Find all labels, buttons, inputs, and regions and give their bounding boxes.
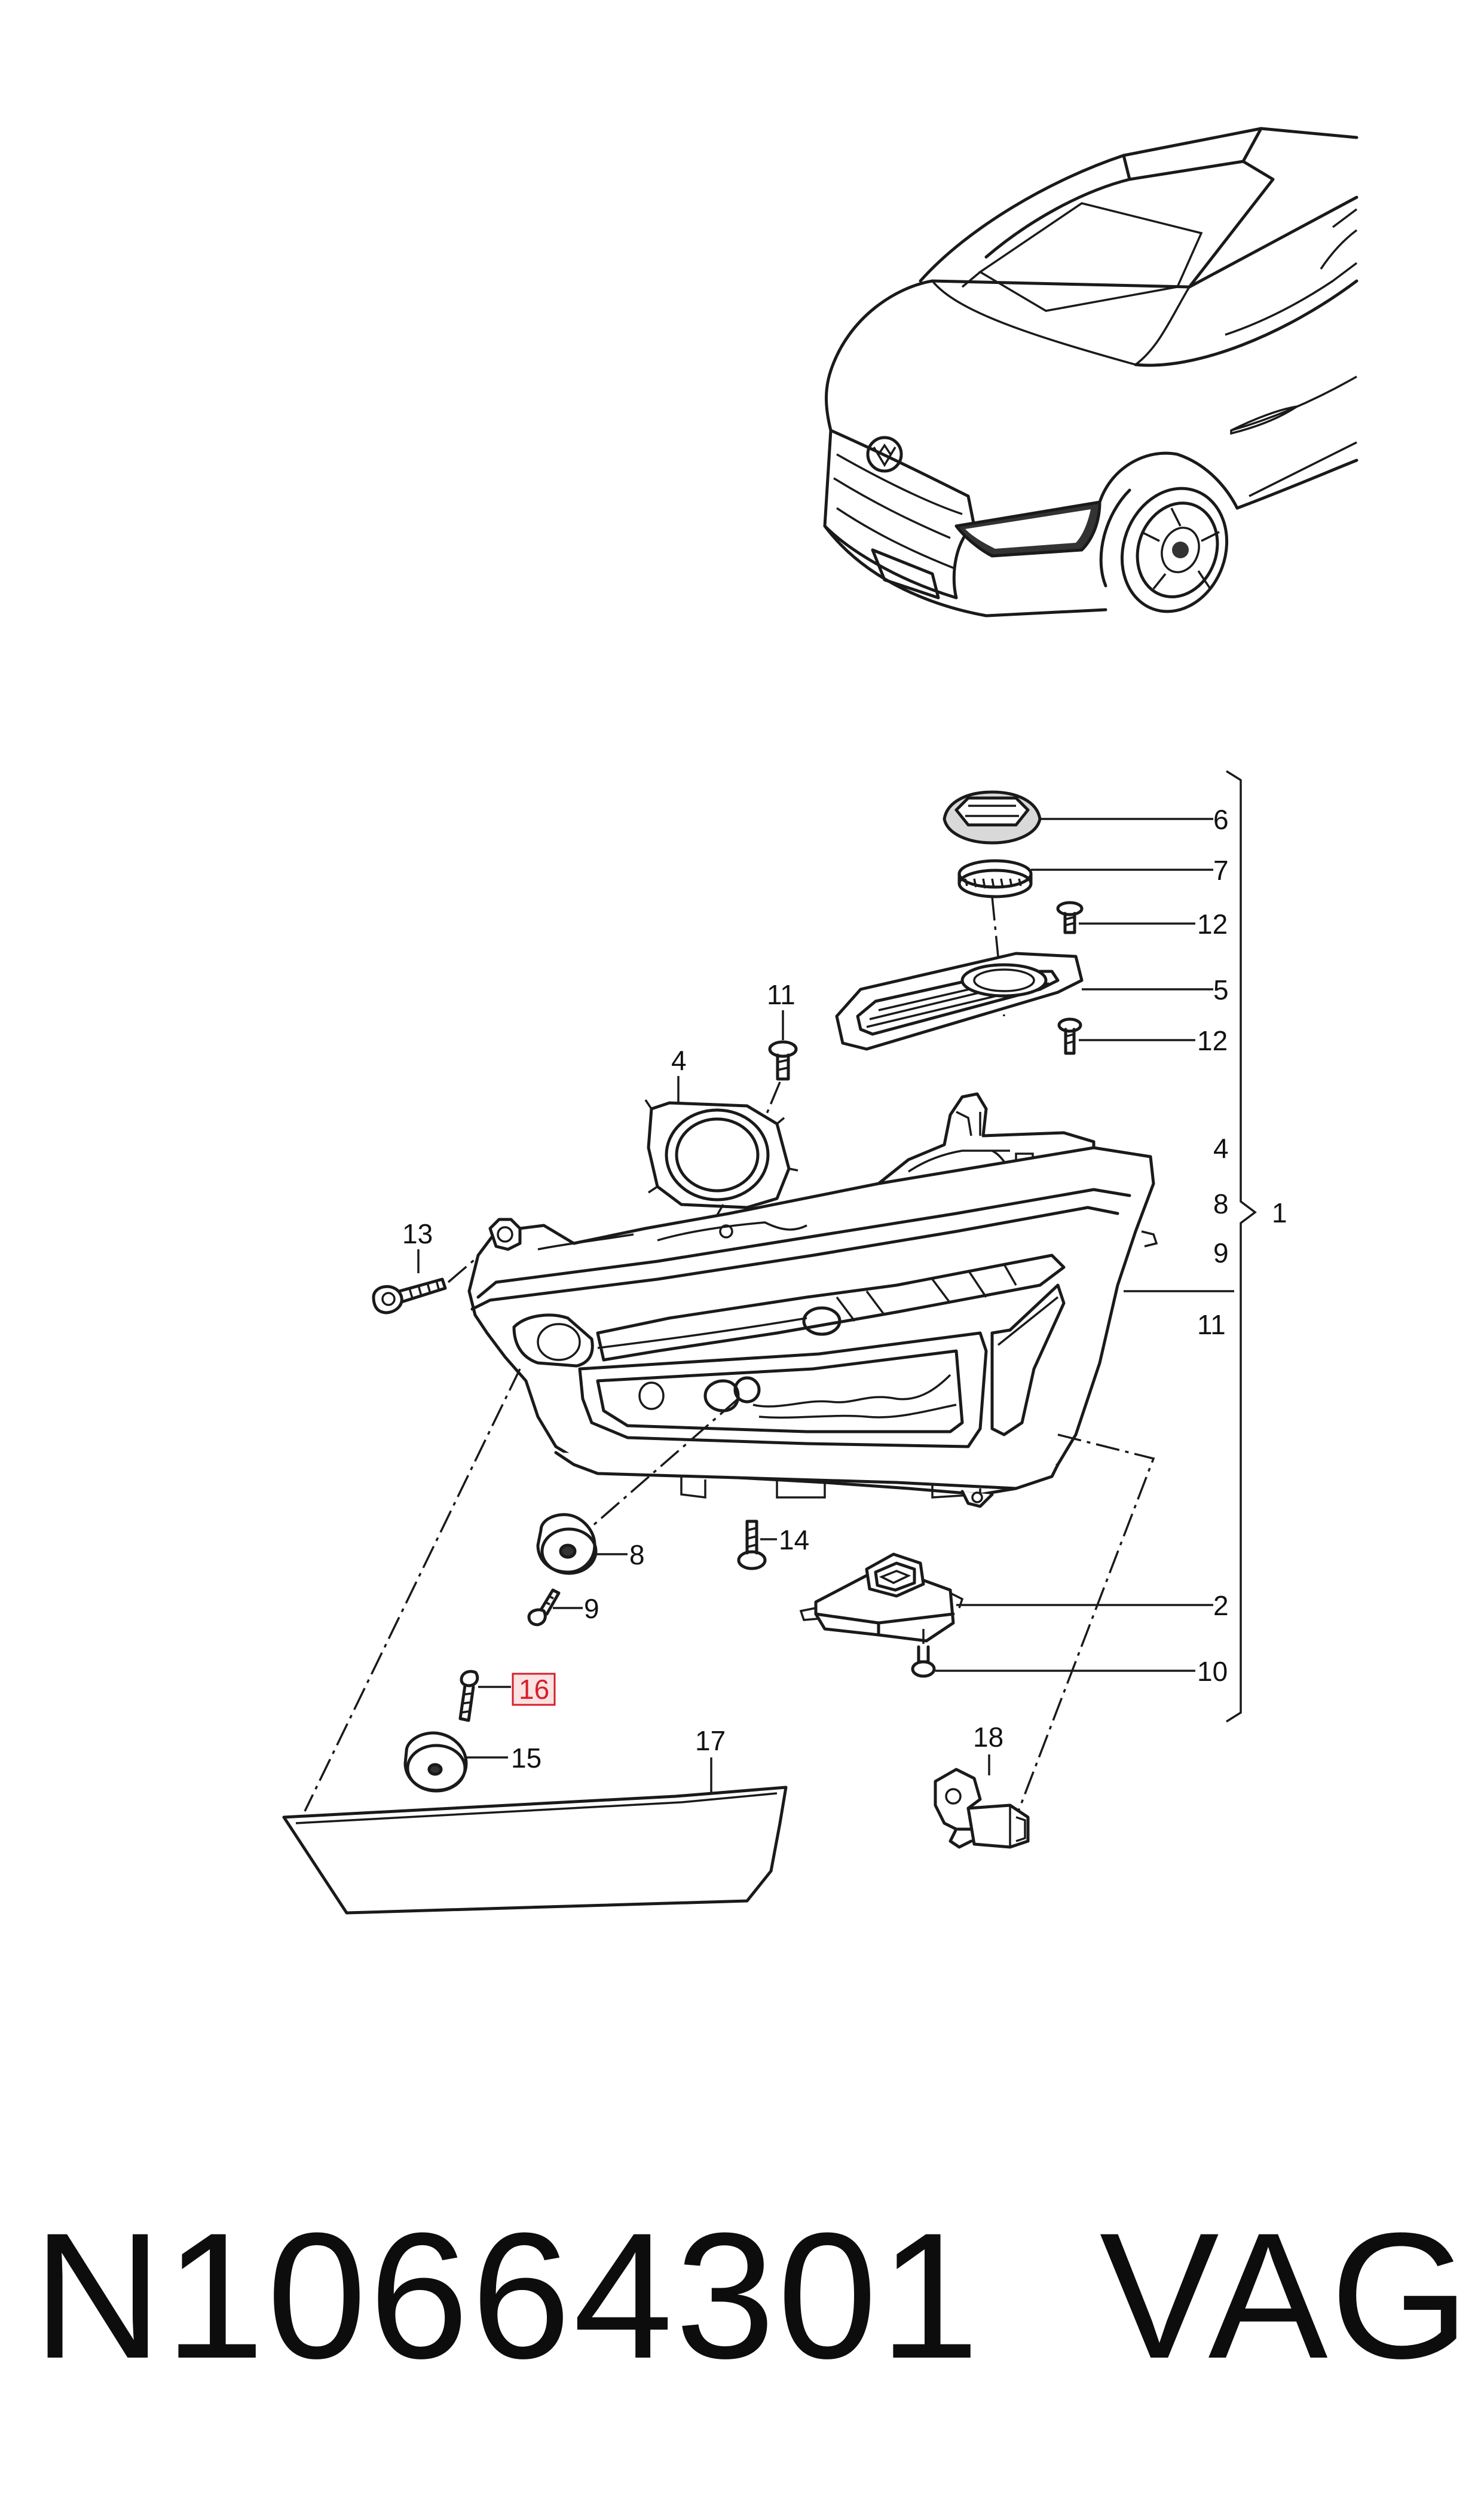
leader-dash-18 <box>1015 1433 1155 1818</box>
callout-5: 5 <box>1213 974 1229 1005</box>
callout-14: 14 <box>779 1524 809 1555</box>
callout-10: 10 <box>1197 1656 1228 1687</box>
callout-6: 6 <box>1213 804 1229 835</box>
callout-11-top: 11 <box>767 979 795 1010</box>
callout-2: 2 <box>1213 1590 1229 1621</box>
part-15-grommet <box>403 1731 508 1793</box>
part-18-connector <box>934 1754 1030 1849</box>
part-17-trim-strip <box>282 1757 788 1915</box>
part-4-bulb-holder <box>644 1076 798 1268</box>
part-16-highlight-box <box>512 1673 556 1706</box>
part-2-control-unit <box>799 1552 1213 1643</box>
part-14-screw <box>737 1520 777 1570</box>
leader-dash-17 <box>304 1368 521 1812</box>
part-9-screw <box>527 1588 583 1627</box>
callout-12-upper: 12 <box>1197 909 1228 940</box>
part-number: N10664301 <box>33 2195 982 2396</box>
part-6-cap <box>943 790 1213 845</box>
part-5-cover-frame <box>835 952 1213 1051</box>
part-8-grommet <box>536 1513 628 1575</box>
callout-7: 7 <box>1213 855 1229 886</box>
part-12-screw-upper <box>1056 901 1195 934</box>
callout-4-top: 4 <box>671 1045 687 1076</box>
callout-9: 9 <box>584 1593 599 1624</box>
brand-name: VAG <box>1099 2195 1472 2396</box>
callout-8: 8 <box>629 1539 645 1570</box>
callout-16: 16 <box>519 1674 549 1705</box>
car-illustration <box>823 127 1358 617</box>
part-10-screw <box>911 1629 1195 1678</box>
callout-17: 17 <box>695 1725 726 1756</box>
assembly-bracket <box>1226 770 1257 1723</box>
part-11-screw-top <box>764 1010 798 1118</box>
headlight-housing <box>467 1092 1234 1508</box>
part-16-screw <box>458 1670 556 1722</box>
leader-dash-8 <box>573 1398 739 1543</box>
callout-13: 13 <box>402 1218 433 1249</box>
callout-9-right: 9 <box>1213 1237 1229 1268</box>
part-12-screw-lower <box>1057 1017 1195 1055</box>
callout-15: 15 <box>511 1742 541 1774</box>
callout-1: 1 <box>1272 1197 1287 1228</box>
callout-11-right: 11 <box>1197 1309 1226 1340</box>
callout-8-right: 8 <box>1213 1188 1229 1219</box>
callout-12-lower: 12 <box>1197 1025 1228 1056</box>
callout-4-right: 4 <box>1213 1133 1229 1164</box>
callout-18: 18 <box>973 1722 1003 1753</box>
